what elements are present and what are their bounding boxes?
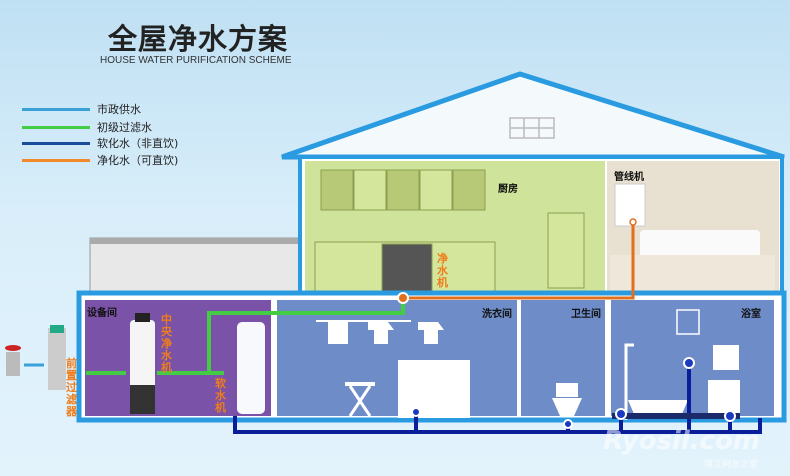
watermark-sub: 镇江网友之家 [703,460,758,470]
legend-label: 初级过滤水 [97,121,152,134]
room-label-bathroom: 浴室 [741,309,761,320]
balcony-fence [89,237,303,295]
kitchen-cabinets-icon [314,169,585,293]
pipe-joint [397,292,409,304]
room-label-kitchen: 厨房 [498,184,518,195]
prefilter-icon [48,325,66,390]
pipe-joints [411,357,736,429]
soft-water-pipes [233,363,762,434]
legend-line-municipal [22,108,90,111]
bath-icons [624,309,740,420]
legend-line-soft [22,142,90,145]
device-label-pipeline: 管线机 [614,172,644,183]
primary-water-pipes [86,298,405,375]
toilet-icon [552,383,582,416]
legend-line-pure [22,159,90,162]
watermark-logo: Ryosil.com [603,426,760,456]
device-label-softener: 软水机 [215,377,226,414]
pipe-joint [629,218,637,226]
central-purifier-icon [130,313,155,414]
room-label-equipment: 设备间 [87,308,117,319]
bathroom-room [611,300,774,416]
legend-label: 净化水（可直饮) [97,154,179,167]
sofa-icon [610,230,775,295]
device-label-kitchen-purifier: 净水机 [437,252,448,289]
attic-window-icon [509,117,555,139]
laundry-room [277,300,517,416]
valve-icon [5,345,21,376]
device-label-prefilter: 前置过滤器 [66,357,77,418]
roof [281,71,785,160]
legend-line-primary [22,126,90,129]
pipeline-dispenser-icon [614,183,646,227]
page-subtitle: HOUSE WATER PURIFICATION SCHEME [100,55,292,66]
laundry-icons [316,320,470,418]
room-label-laundry: 洗衣间 [482,309,512,320]
device-label-central-purifier: 中央净水机 [161,313,172,374]
room-label-toilet: 卫生间 [571,309,601,320]
softener-icon [237,322,265,414]
legend-label: 市政供水 [97,103,141,116]
page-title: 全屋净水方案 [108,22,289,56]
purified-water-pipe [403,222,635,300]
legend-label: 软化水（非直饮) [97,137,179,150]
